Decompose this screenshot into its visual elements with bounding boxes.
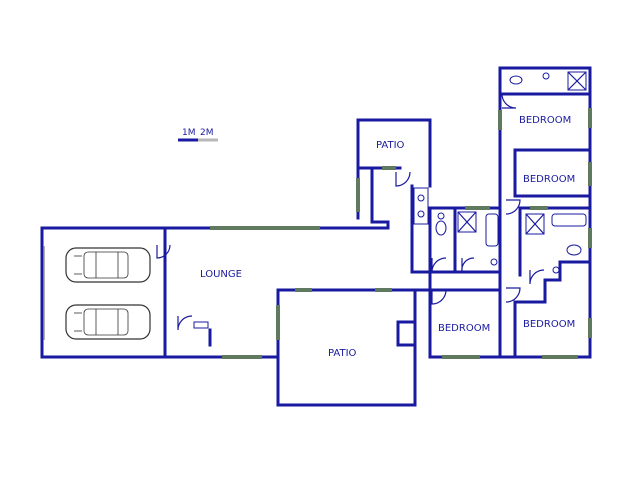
door-bath-2: [529, 269, 545, 285]
car-icon: [65, 247, 151, 283]
lounge-cabinet: [193, 321, 209, 329]
room-label-bedroom-2: BEDROOM: [523, 174, 575, 185]
scale-label-1m: 1M: [182, 128, 196, 138]
door-bath-1b: [461, 257, 475, 273]
shower-2-diagonal-b: [525, 213, 545, 235]
bath-2-step-wall: [543, 260, 562, 304]
room-label-patio-top: PATIO: [376, 140, 405, 151]
door-swings: [156, 93, 545, 331]
patio-main-walls: [276, 288, 417, 407]
fixtures: [193, 71, 587, 329]
patio-column: [396, 320, 417, 347]
scale-label-2m: 2M: [200, 128, 214, 138]
room-label-lounge: LOUNGE: [200, 269, 242, 280]
room-label-bedroom-3: BEDROOM: [438, 323, 490, 334]
kitchen-interior: [410, 184, 432, 274]
basin-4-icon: [542, 72, 550, 80]
room-label-bedroom-4: BEDROOM: [523, 319, 575, 330]
shower-3-diagonal-b: [567, 71, 587, 91]
toilet-2-icon: [566, 244, 582, 256]
door-bedroom-3: [431, 289, 447, 305]
bathtub-2-icon: [551, 213, 587, 227]
door-bedroom-2: [505, 199, 521, 215]
door-lounge-entry: [177, 315, 193, 331]
shower-diagonal-b: [457, 211, 477, 233]
room-labels: LOUNGE PATIO PATIO BEDROOM BEDROOM BEDRO…: [200, 115, 575, 359]
kitchen-counter: [413, 187, 429, 225]
door-bedroom-4: [505, 287, 521, 303]
stove-icon: [417, 210, 425, 218]
windows: [210, 108, 592, 359]
kitchen-sink-icon: [417, 194, 425, 202]
bathtub-icon: [485, 213, 499, 247]
toilet-icon: [435, 220, 447, 236]
toilet-3-icon: [509, 75, 523, 85]
basin-3-icon: [552, 266, 560, 274]
door-patio-top: [395, 171, 411, 187]
kitchen-west-wall: [370, 166, 390, 230]
door-bath-1: [431, 257, 447, 273]
basin-2-icon: [490, 258, 498, 266]
room-label-patio-main: PATIO: [328, 348, 357, 359]
scale-bar: 1M 2M: [178, 128, 218, 142]
room-label-bedroom-1: BEDROOM: [519, 115, 571, 126]
car-icon: [65, 304, 151, 340]
garage-wall-west: [40, 226, 167, 359]
door-ensuite: [501, 93, 517, 109]
basin-icon: [437, 212, 445, 220]
door-garage: [156, 244, 171, 259]
exterior-walls: [40, 66, 592, 407]
